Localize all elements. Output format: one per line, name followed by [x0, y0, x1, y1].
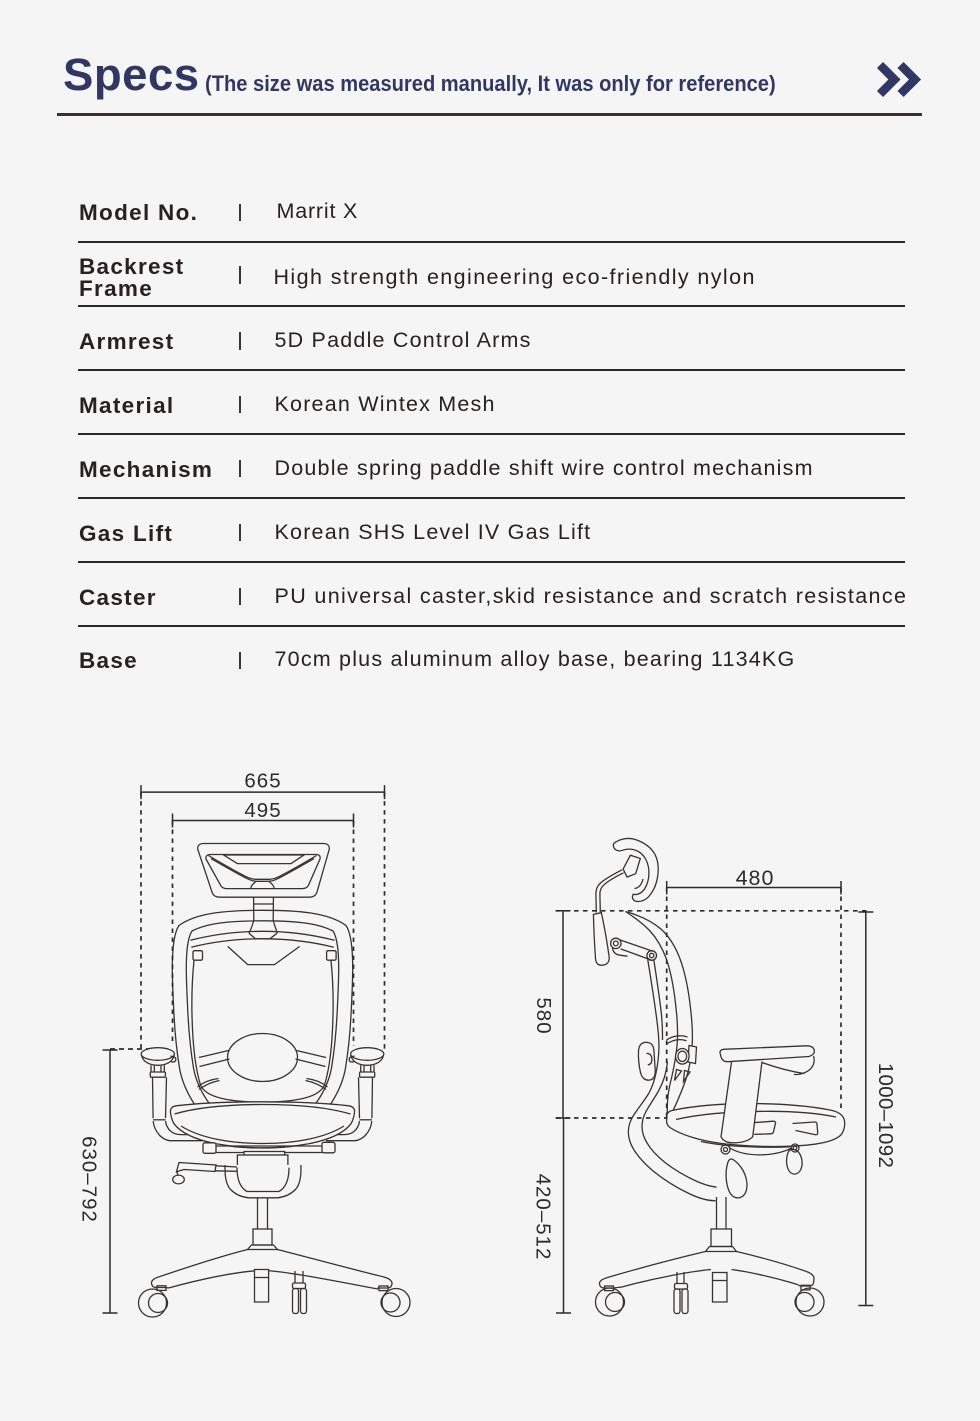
svg-text:480: 480: [736, 866, 775, 890]
svg-text:665: 665: [244, 769, 281, 792]
svg-text:495: 495: [244, 799, 281, 822]
svg-text:420–512: 420–512: [531, 1174, 554, 1261]
svg-text:1000–1092: 1000–1092: [874, 1063, 897, 1168]
svg-text:580: 580: [532, 997, 555, 1034]
svg-text:630–792: 630–792: [77, 1136, 100, 1223]
